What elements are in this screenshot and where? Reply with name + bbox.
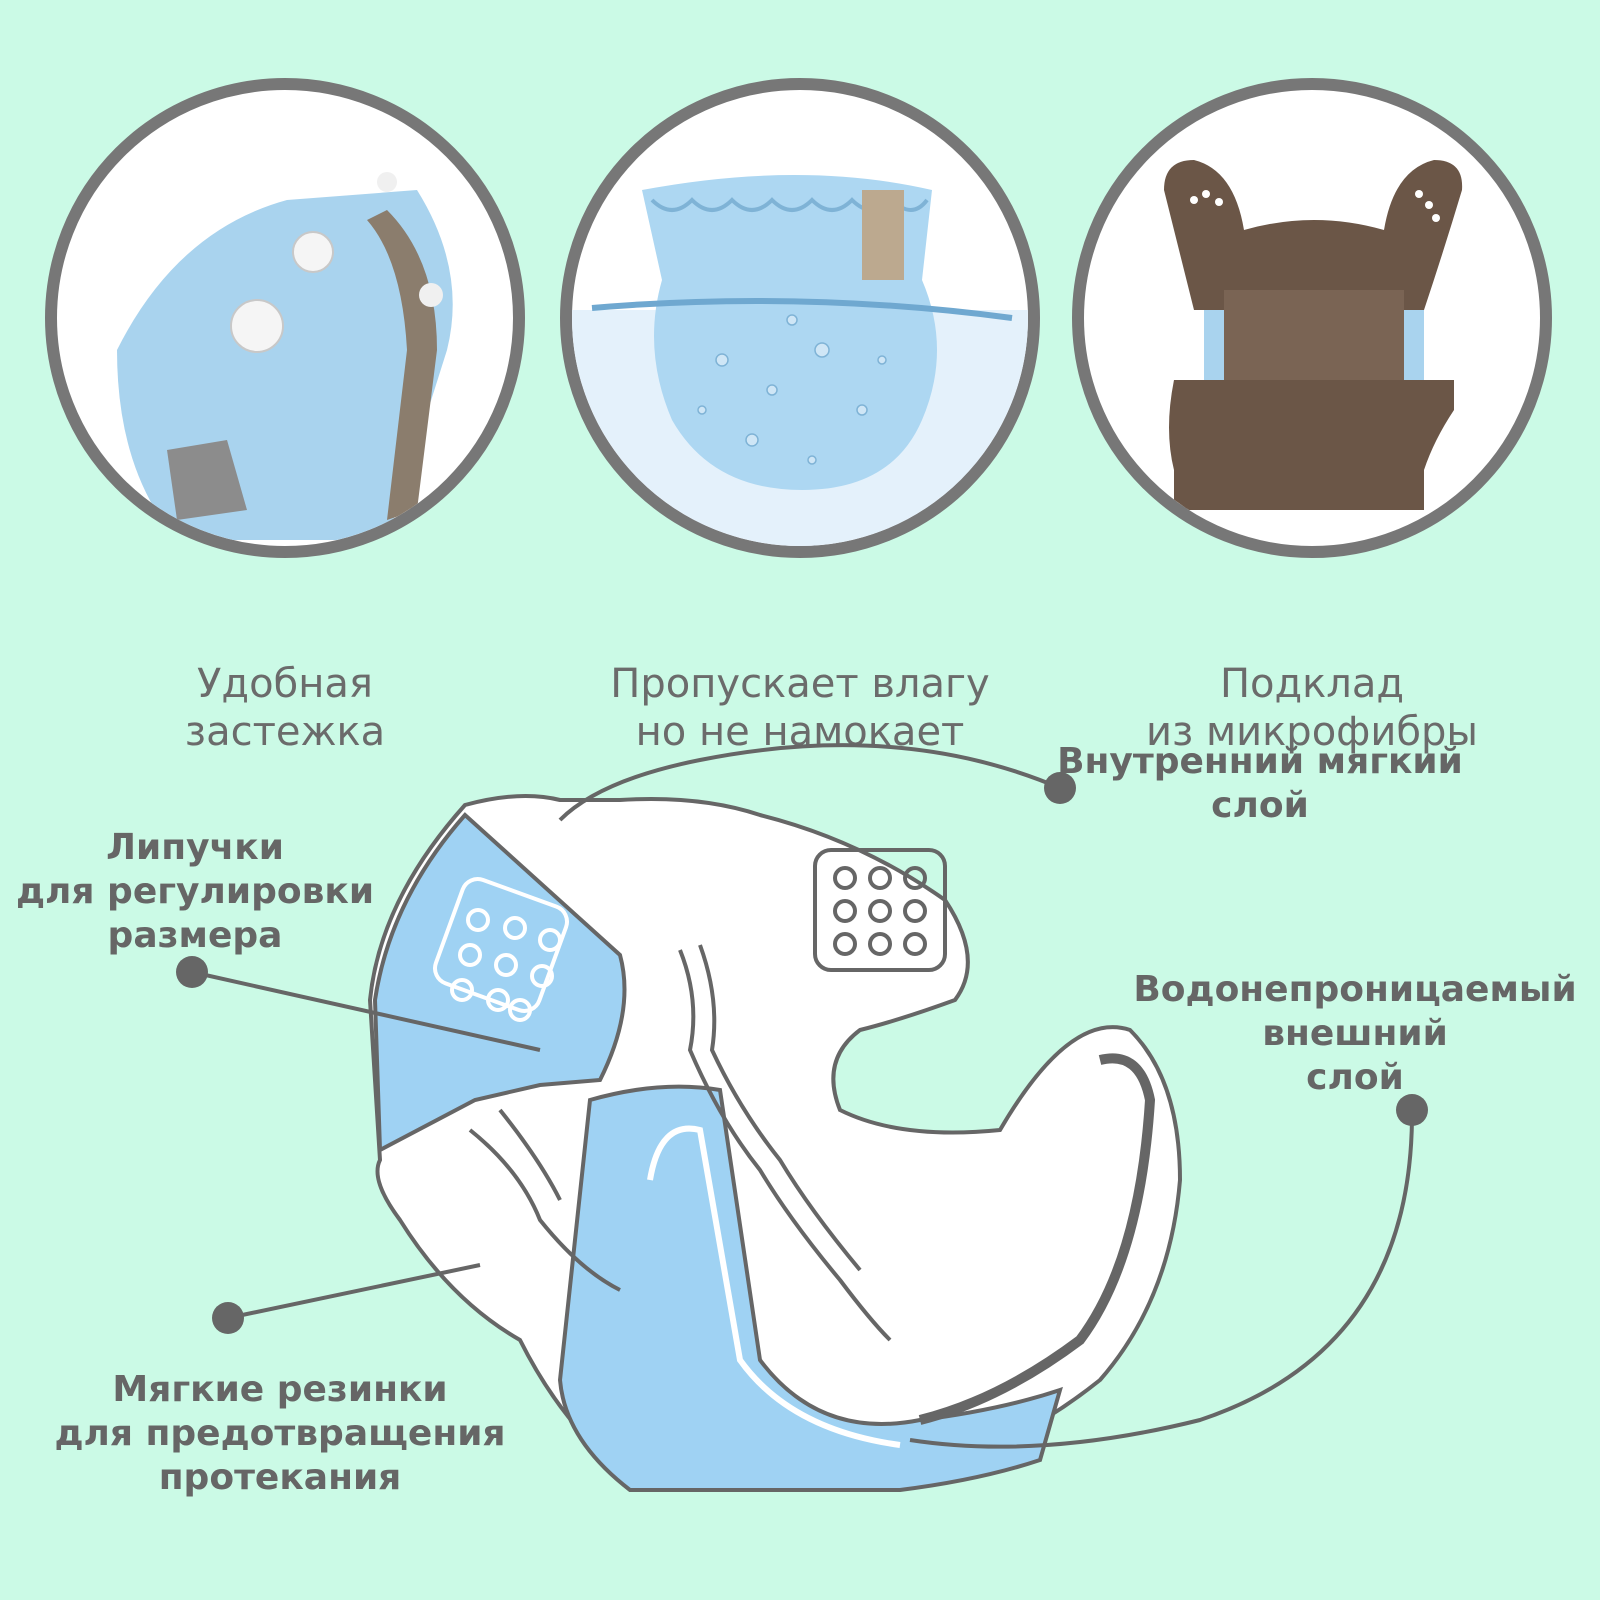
feature-microfiber: Подклад из микрофибры: [1072, 78, 1552, 755]
callout-elastics: Мягкие резинки для предотвращения протек…: [54, 1369, 506, 1498]
velcro-tab: [372, 812, 627, 1154]
microfiber-lining-photo: [1072, 78, 1552, 558]
elastics-dot: [212, 1302, 244, 1334]
diaper-diagram: [176, 743, 1428, 1492]
callout-dots: [176, 772, 1428, 1334]
velcro-dot: [176, 956, 208, 988]
callout-waterproof: Водонепроницаемый внешний слой: [1133, 969, 1577, 1098]
feature-water: Пропускает влагу но не намокает: [560, 78, 1040, 755]
inner-layer-dot: [1044, 772, 1076, 804]
callout-velcro: Липучки для регулировки размера: [15, 827, 375, 956]
snap-fastener-photo: [45, 78, 525, 558]
callout-inner-layer: Внутренний мягкий слой: [1057, 741, 1463, 826]
feature-label: Удобная застежка: [184, 661, 386, 755]
callout-lines: [191, 743, 1414, 1449]
elastic-lines: [468, 944, 892, 1342]
snap-grid: [813, 848, 947, 972]
feature-snap-fastener: Удобная застежка: [45, 78, 525, 755]
outer-layer-panel: [557, 1084, 1063, 1492]
feature-label: Подклад из микрофибры: [1145, 661, 1478, 755]
waterproof-dot: [1396, 1094, 1428, 1126]
water-splash-photo: [560, 78, 1040, 558]
velcro-dots: [433, 877, 569, 1022]
